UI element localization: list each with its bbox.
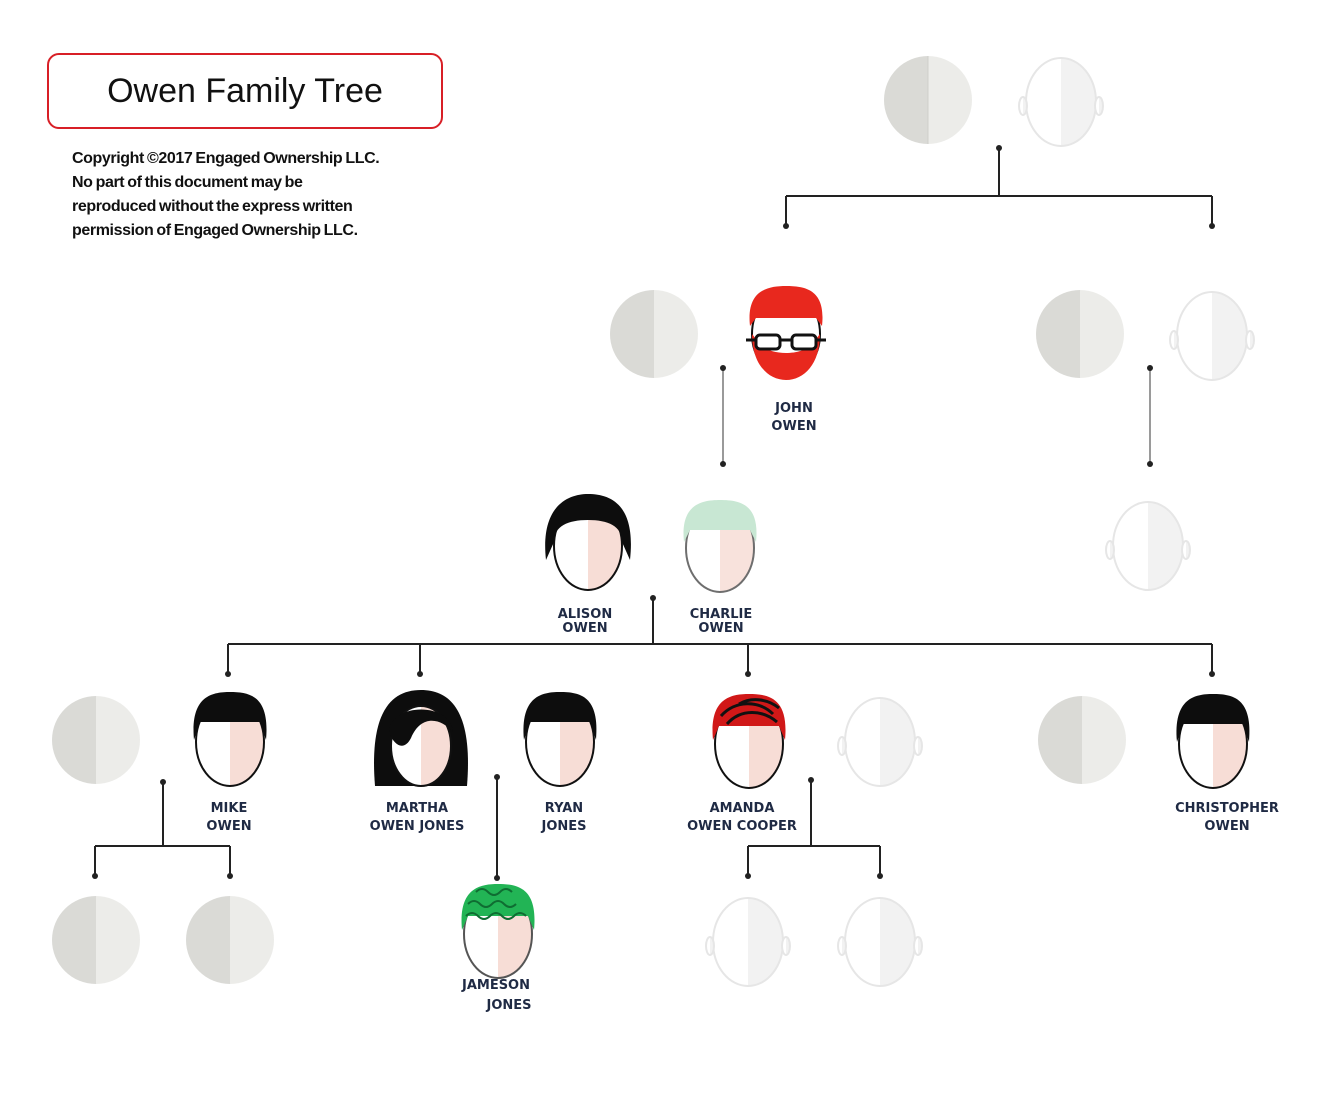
page-title: Owen Family Tree (107, 71, 383, 110)
connector-dot (225, 671, 231, 677)
label-amanda-owen-cooper-2: OWEN COOPER (687, 819, 797, 834)
connector-amanda-bar (747, 845, 881, 876)
connector-lines (94, 148, 1213, 878)
connector-dot (92, 873, 98, 879)
avatar-placeholder-grey (52, 696, 140, 784)
label-martha-owen-jones-2: OWEN JONES (370, 819, 465, 834)
connector-dot (720, 365, 726, 371)
avatar-placeholder-outline (1105, 501, 1191, 591)
label-mike-owen-2: OWEN (206, 819, 251, 834)
copyright-line-3: reproduced without the express written (72, 198, 353, 215)
connector-dot (650, 595, 656, 601)
copyright-notice: Copyright ©2017 Engaged Ownership LLC. N… (72, 147, 432, 243)
label-alison-owen-2: OWEN (562, 621, 607, 636)
connector-dot (227, 873, 233, 879)
connector-dot (1209, 223, 1215, 229)
avatar-placeholder-grey (52, 896, 140, 984)
avatar-placeholder-grey (610, 290, 698, 378)
connector-mike-bar (94, 845, 231, 876)
connector-dot (160, 779, 166, 785)
label-jameson-jones-1: JAMESON (461, 978, 530, 993)
avatar-placeholder-outline (837, 697, 923, 787)
label-charlie-owen-1: CHARLIE (690, 607, 753, 622)
avatar-placeholder-grey (186, 896, 274, 984)
connector-dot (877, 873, 883, 879)
label-charlie-owen-2: OWEN (698, 621, 743, 636)
copyright-line-4: permission of Engaged Ownership LLC. (72, 222, 358, 239)
connector-dot (808, 777, 814, 783)
copyright-line-2: No part of this document may be (72, 174, 303, 191)
connector-dot (494, 875, 500, 881)
connector-dot (720, 461, 726, 467)
title-box: Owen Family Tree (47, 53, 443, 129)
label-martha-owen-jones-1: MARTHA (386, 801, 448, 816)
connector-dot (783, 223, 789, 229)
avatar-placeholder-outline (705, 897, 791, 987)
avatar-charlie-owen (683, 500, 757, 593)
avatar-alison-owen (545, 494, 631, 591)
avatar-martha-owen-jones (374, 690, 468, 787)
label-mike-owen-1: MIKE (211, 801, 248, 816)
avatar-placeholder-outline (1018, 57, 1104, 147)
avatar-ryan-jones (523, 692, 597, 787)
connector-dot (417, 671, 423, 677)
label-ryan-jones-2: JONES (540, 819, 586, 834)
avatar-john-owen (746, 286, 826, 380)
connector-dot (996, 145, 1002, 151)
label-john-owen-1: JOHN (774, 401, 813, 416)
avatar-placeholder-outline (837, 897, 923, 987)
label-christopher-owen-1: CHRISTOPHER (1175, 801, 1279, 816)
connector-dot (1209, 671, 1215, 677)
label-amanda-owen-cooper-1: AMANDA (710, 801, 775, 816)
connector-dot (745, 671, 751, 677)
label-ryan-jones-1: RYAN (545, 801, 583, 816)
connector-dot (1147, 365, 1153, 371)
avatar-jameson-jones (461, 884, 535, 979)
avatar-mike-owen (193, 692, 267, 787)
avatar-christopher-owen (1176, 694, 1250, 789)
avatar-placeholder-outline (1169, 291, 1255, 381)
avatar-placeholder-grey (884, 56, 972, 144)
label-john-owen-2: OWEN (771, 419, 816, 434)
avatar-placeholder-grey (1038, 696, 1126, 784)
connector-top-bar (785, 195, 1213, 226)
avatar-placeholder-grey (1036, 290, 1124, 378)
avatar-amanda-owen-cooper (712, 694, 786, 789)
connector-children-bar (227, 643, 1213, 674)
copyright-line-1: Copyright ©2017 Engaged Ownership LLC. (72, 150, 380, 167)
label-christopher-owen-2: OWEN (1204, 819, 1249, 834)
connector-dots (92, 145, 1215, 881)
label-jameson-jones-2: JONES (485, 998, 531, 1013)
label-alison-owen-1: ALISON (558, 607, 612, 622)
connector-dot (1147, 461, 1153, 467)
connector-dot (745, 873, 751, 879)
connector-dot (494, 774, 500, 780)
